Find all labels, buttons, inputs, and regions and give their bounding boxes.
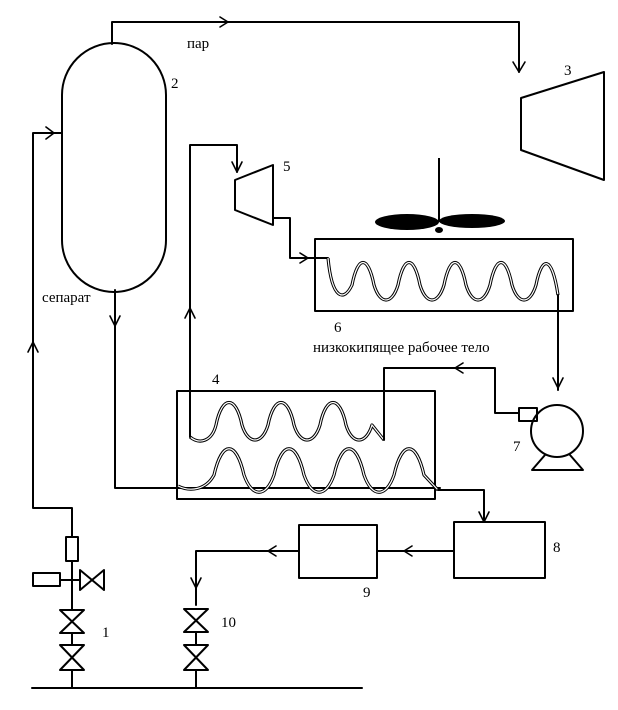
- separator-vessel: [61, 42, 167, 293]
- condensate-arrow: [552, 377, 564, 389]
- number-10: 10: [221, 615, 236, 631]
- number-8: 8: [553, 540, 561, 556]
- steam-turbine-arrow: [512, 61, 526, 73]
- heat-exchanger-lower-coil-outer: [177, 447, 440, 494]
- separate-label: сепарат: [42, 290, 91, 306]
- inlet-pipe: [32, 132, 73, 538]
- turbine-exhaust-pipe: [272, 217, 329, 259]
- vapor-arrow-up: [184, 307, 196, 319]
- heat-exchanger: [176, 390, 436, 500]
- condenser-coil-outer: [326, 257, 560, 302]
- vapor-arrow-down: [231, 161, 243, 173]
- tank-8: [453, 521, 546, 579]
- steam-pipe: [111, 21, 520, 73]
- separate-arrow-down: [109, 315, 121, 327]
- number-6: 6: [334, 320, 342, 336]
- inlet-arrow-up: [27, 341, 39, 353]
- discharge-arrow: [454, 362, 464, 374]
- small-turbine: [234, 164, 274, 226]
- tank9-to-valve10-pipe: [195, 550, 300, 606]
- tank-9: [298, 524, 378, 579]
- exhaust-arrow: [299, 252, 309, 264]
- heat-exchanger-upper-coil-inner: [189, 402, 385, 442]
- main-turbine: [520, 71, 605, 181]
- number-5: 5: [283, 159, 291, 175]
- working-fluid-label: низкокипящее рабочее тело: [313, 340, 490, 356]
- separate-pipe: [114, 289, 441, 489]
- steam-label: пар: [187, 36, 209, 52]
- number-3: 3: [564, 63, 572, 79]
- exchanger-outlet-pipe: [437, 489, 485, 523]
- number-2: 2: [171, 76, 179, 92]
- heat-exchanger-lower-coil-inner: [177, 448, 439, 493]
- number-4: 4: [212, 372, 220, 388]
- number-9: 9: [363, 585, 371, 601]
- condenser-coil-inner: [327, 257, 559, 301]
- working-fluid-vapor-pipe: [189, 144, 238, 438]
- tank8-to-tank9-arrow: [403, 545, 413, 557]
- steam-arrow: [219, 16, 229, 28]
- valve10-arrow-down: [190, 577, 202, 589]
- inlet-arrow-right: [45, 126, 55, 140]
- number-7: 7: [513, 439, 521, 455]
- valve-1: [32, 536, 105, 689]
- number-1: 1: [102, 625, 110, 641]
- heat-exchanger-upper-coil-outer: [189, 401, 386, 443]
- pump-discharge-pipe: [383, 367, 520, 441]
- condenser: [314, 238, 574, 312]
- valve-10: [183, 608, 209, 689]
- pump: [518, 404, 584, 471]
- cooling-fan: [375, 158, 505, 233]
- tank9-arrow: [267, 545, 277, 557]
